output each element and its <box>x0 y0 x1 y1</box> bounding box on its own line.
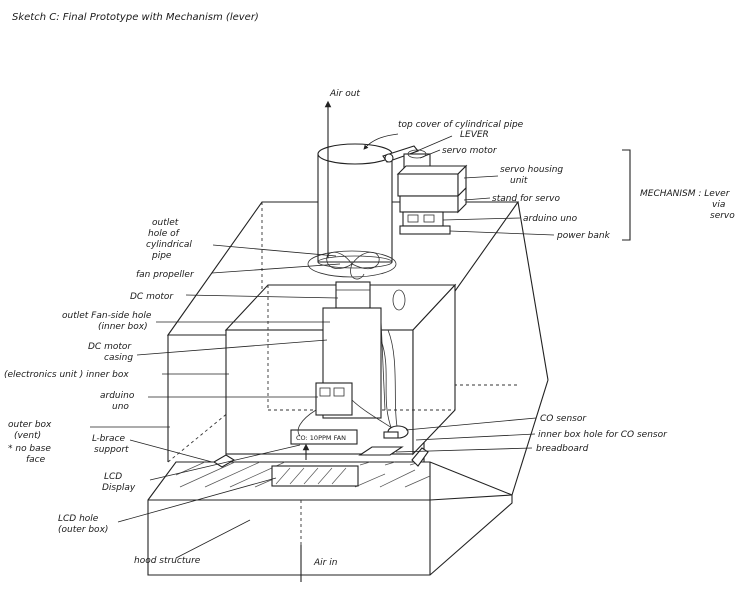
label-stand-for-servo: stand for servo <box>492 194 560 204</box>
label-co-sensor: CO sensor <box>540 414 587 424</box>
breadboard <box>358 446 404 456</box>
label-servo-housing-2: unit <box>510 176 528 186</box>
label-lever: LEVER <box>460 130 489 140</box>
label-air-out: Air out <box>329 89 360 99</box>
label-lcd-hole-2: (outer box) <box>58 525 108 535</box>
label-l-brace-1: L-brace <box>92 434 125 444</box>
label-servo-motor: servo motor <box>442 146 498 156</box>
label-outer-box-4: face <box>26 455 46 465</box>
label-electronics-unit: (electronics unit ) inner box <box>4 370 129 380</box>
label-breadboard: breadboard <box>536 444 589 454</box>
lcd-display: CO: 10PPM FAN <box>290 429 358 460</box>
co-sensor <box>383 425 409 439</box>
label-mechanism-2: via <box>712 200 725 210</box>
label-mechanism-3: servo <box>710 211 735 221</box>
stand-for-servo <box>399 186 467 214</box>
arduino-uno-lower <box>315 382 353 416</box>
leader-lines <box>90 133 555 559</box>
label-power-bank: power bank <box>556 231 611 241</box>
dc-motor <box>335 281 406 311</box>
label-outlet-fan-hole-1: outlet Fan-side hole <box>62 311 152 321</box>
label-top-cover: top cover of cylindrical pipe <box>398 120 524 130</box>
label-mechanism-1: MECHANISM : Lever <box>640 189 731 199</box>
label-arduino-lower-1: arduino <box>100 391 135 401</box>
label-outlet-fan-hole-2: (inner box) <box>98 322 148 332</box>
label-air-in: Air in <box>313 558 338 568</box>
label-lcd-hole-1: LCD hole <box>58 514 99 524</box>
label-dc-motor: DC motor <box>130 292 174 302</box>
lcd-screen-text: CO: 10PPM FAN <box>296 434 346 442</box>
label-arduino-lower-2: uno <box>112 402 129 412</box>
hood-structure <box>147 461 513 576</box>
sketch-title: Sketch C: Final Prototype with Mechanism… <box>12 12 259 23</box>
label-outer-box-2: (vent) <box>14 431 41 441</box>
label-lcd-display-2: Display <box>102 483 136 493</box>
servo-housing-unit <box>396 164 468 198</box>
label-outlet-hole-2: hole of <box>148 229 181 239</box>
mechanism-bracket <box>622 149 631 241</box>
l-brace-right <box>411 447 429 467</box>
power-bank <box>399 225 451 235</box>
label-dc-motor-casing-1: DC motor <box>88 342 132 352</box>
label-inner-box-hole-co: inner box hole for CO sensor <box>538 430 668 440</box>
arduino-uno-top <box>402 211 444 227</box>
label-outlet-hole-3: cylindrical <box>146 240 192 250</box>
cylindrical-pipe <box>317 143 393 269</box>
lcd-hole <box>271 465 359 487</box>
label-arduino-top: arduino uno <box>523 214 578 224</box>
label-outlet-hole-4: pipe <box>151 251 172 261</box>
label-hood-structure: hood structure <box>134 556 201 566</box>
fan-propeller <box>307 250 397 280</box>
annotation-labels: Air out top cover of cylindrical pipe LE… <box>4 89 735 568</box>
label-outlet-hole-1: outlet <box>152 218 179 228</box>
label-outer-box-3: * no base <box>8 444 51 454</box>
label-lcd-display-1: LCD <box>104 472 122 482</box>
label-servo-housing-1: servo housing <box>500 165 563 175</box>
label-dc-motor-casing-2: casing <box>104 353 133 363</box>
label-fan-propeller: fan propeller <box>136 270 195 280</box>
label-l-brace-2: support <box>94 445 129 455</box>
label-outer-box-1: outer box <box>8 420 52 430</box>
